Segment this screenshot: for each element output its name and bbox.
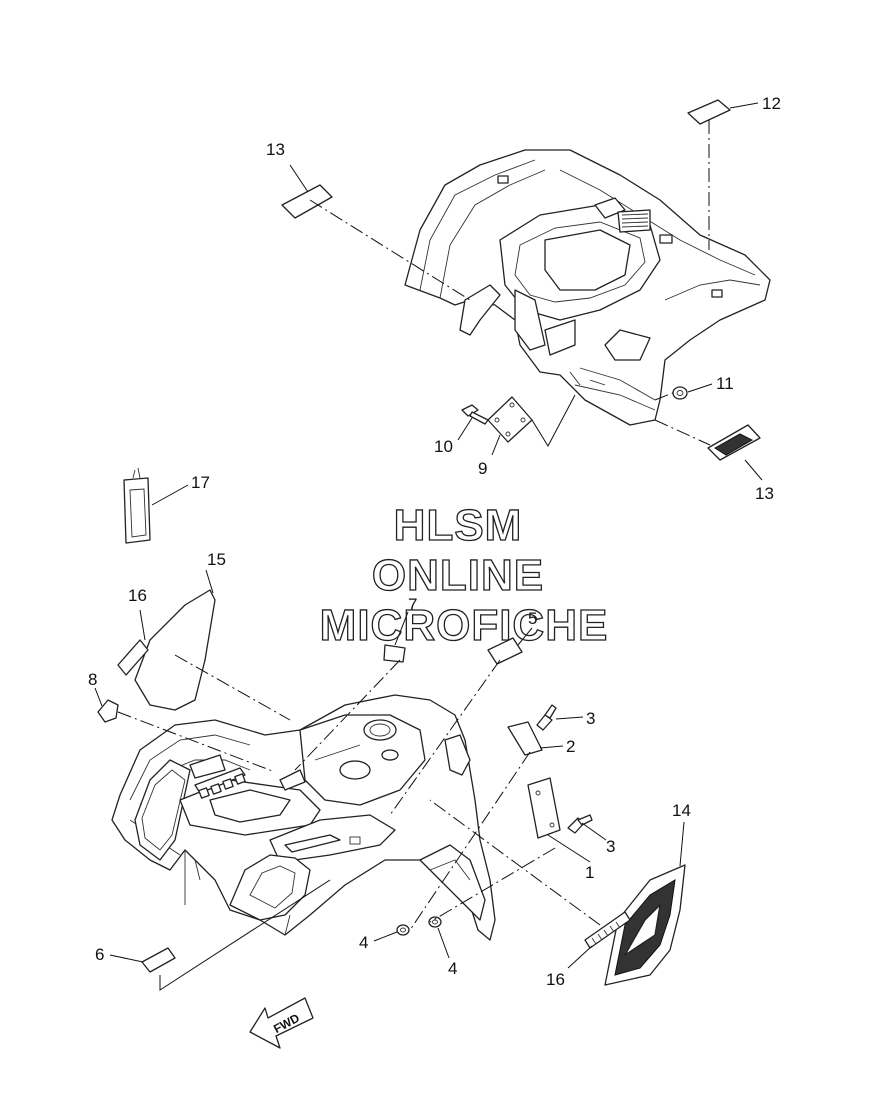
leader-lines [94,102,763,991]
callout-3-lower: 3 [606,837,615,856]
callout-13-upper: 13 [266,140,285,159]
callout-numbers: 12 13 11 13 10 9 17 15 16 7 5 8 3 2 14 3… [88,94,781,989]
decal-6 [141,947,176,973]
decal-5 [487,637,523,665]
callout-13-lower: 13 [755,484,774,503]
caution-label-17 [123,467,151,544]
rear-fender [404,149,771,426]
callout-9: 9 [478,459,487,478]
decal-16-lower [584,911,631,949]
rivet-10 [461,404,489,425]
callout-1: 1 [585,863,594,882]
callout-12: 12 [762,94,781,113]
callout-5: 5 [528,609,537,628]
callout-2: 2 [566,737,575,756]
grommet-4-right [428,916,442,928]
plate-1 [527,777,561,839]
front-fender [111,694,496,941]
callout-4-right: 4 [448,959,457,978]
callout-6: 6 [95,945,104,964]
callout-10: 10 [434,437,453,456]
callout-11: 11 [716,374,734,393]
callout-17: 17 [191,473,210,492]
watermark-line-1: HLSM [394,501,523,550]
callout-14: 14 [672,801,691,820]
callout-15: 15 [207,550,226,569]
callout-16-lower: 16 [546,970,565,989]
label-15 [134,589,216,711]
grommet-11 [672,386,688,400]
plate-2 [507,721,543,756]
plate-9 [487,396,533,443]
decal-12 [687,99,731,125]
grommet-4-left [396,924,410,936]
decal-7 [383,644,406,663]
cap-8 [97,699,119,723]
rivet-3-lower [567,814,593,834]
watermark: HLSM ONLINE MICROFICHE [319,500,609,650]
emblem-13-lower [707,424,761,461]
forward-direction-arrow: FWD [249,997,314,1049]
callout-8: 8 [88,670,97,689]
callout-16-upper: 16 [128,586,147,605]
callout-3-upper: 3 [586,709,595,728]
watermark-line-2: ONLINE [372,551,544,600]
callout-7: 7 [408,595,417,614]
callout-4-left: 4 [359,933,368,952]
decal-16-upper [117,639,149,676]
rivet-3-upper [536,704,557,731]
watermark-line-3: MICROFICHE [320,601,609,650]
